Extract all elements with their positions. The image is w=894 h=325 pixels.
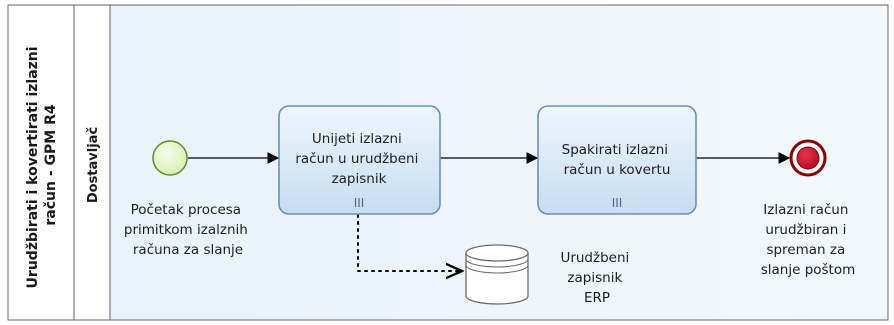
start-event[interactable]: [152, 140, 188, 176]
end-event-inner-dot: [796, 146, 820, 170]
data-store-band-2: [465, 264, 529, 274]
start-event-label: Početak procesa primitkom izalznih račun…: [124, 202, 252, 258]
start-event-label-line-3: računa za slanje: [133, 242, 243, 258]
multi-instance-marker-icon: III: [612, 196, 623, 210]
pool-name-line-1: Urudžbirati i kovertirati izlazni: [25, 46, 41, 288]
task-spakirati-izlazni-racun[interactable]: Spakirati izlazni račun u kovertu III: [537, 105, 697, 215]
data-store-label: Urudžbeni zapisnik ERP: [560, 250, 633, 306]
end-event-label-line-3: spreman za: [766, 242, 845, 258]
start-event-circle: [152, 140, 188, 176]
task1-box: [278, 105, 441, 215]
pool-header: [7, 4, 75, 321]
pool-name: Urudžbirati i kovertirati izlazni račun …: [25, 42, 59, 289]
start-event-label-line-1: Početak procesa: [131, 202, 241, 218]
task2-label-line-1: Spakirati izlazni: [562, 142, 668, 158]
end-event-label-line-4: slanje poštom: [761, 262, 856, 278]
lane-header: [73, 4, 111, 321]
task2-box: [537, 105, 697, 215]
data-store-label-line-3: ERP: [584, 290, 610, 306]
task2-label: Spakirati izlazni račun u kovertu: [562, 142, 673, 178]
data-association[interactable]: [357, 214, 462, 271]
task1-label-line-3: zapisnik: [332, 171, 387, 187]
end-event-label: Izlazni račun urudžbiran i spreman za sl…: [761, 202, 856, 278]
lane-name: Dostavljač: [86, 127, 101, 203]
task1-label: Unijeti izlazni račun u urudžbeni zapisn…: [295, 131, 422, 187]
data-store-band-1: [465, 258, 529, 268]
pool-name-line-2: račun - GPM R4: [43, 104, 59, 225]
task1-label-line-1: Unijeti izlazni: [312, 131, 402, 147]
end-event-label-line-1: Izlazni račun: [763, 202, 848, 218]
task2-label-line-2: račun u kovertu: [564, 162, 671, 178]
data-store-label-line-1: Urudžbeni: [560, 250, 629, 266]
data-store-urudzbeni-zapisnik[interactable]: [465, 244, 529, 305]
data-store-label-line-2: zapisnik: [567, 270, 622, 286]
end-event[interactable]: [789, 139, 827, 177]
task-unijeti-izlazni-racun[interactable]: Unijeti izlazni račun u urudžbeni zapisn…: [278, 105, 441, 215]
multi-instance-marker-icon: III: [354, 196, 365, 210]
data-store-top: [465, 244, 529, 262]
end-event-label-line-2: urudžbiran i: [765, 222, 846, 238]
start-event-label-line-2: primitkom izalznih: [124, 222, 248, 238]
task1-label-line-2: račun u urudžbeni: [295, 151, 418, 167]
